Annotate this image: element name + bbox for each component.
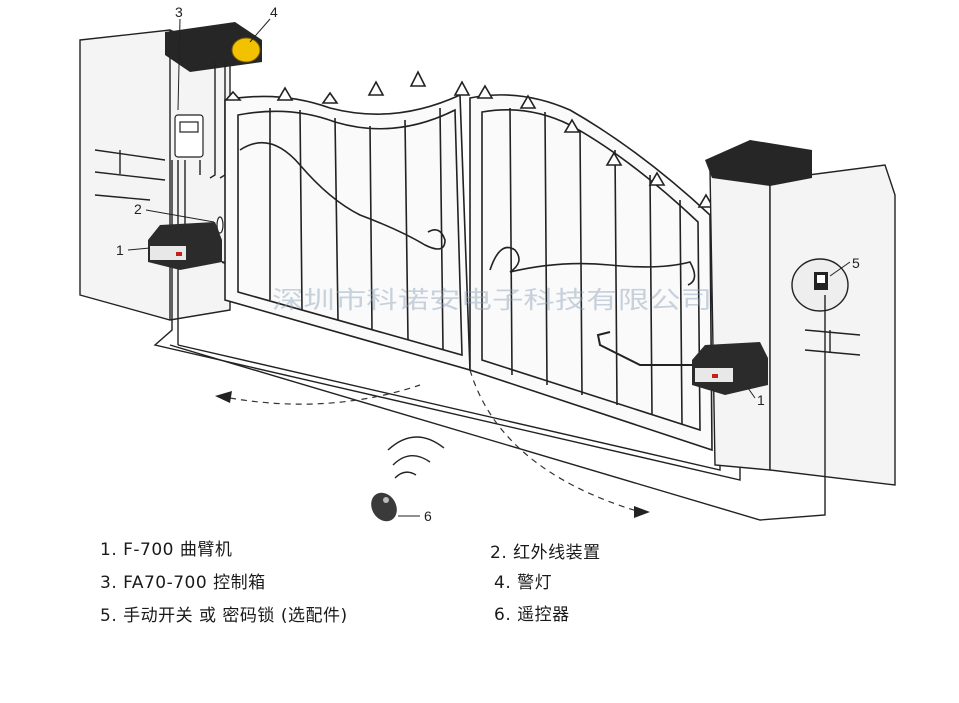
right-pillar [709,164,896,486]
right-pillar-cap [705,140,812,186]
arrow-head-left [215,391,232,403]
legend-item-2: 2. 红外线装置 [490,543,601,563]
callout-5: 5 [852,255,860,271]
left-pillar [79,29,231,321]
manual-switch-box [174,114,204,158]
keypad-5 [791,258,849,312]
gate [224,70,715,452]
legend-item-6: 6. 遥控器 [494,605,570,625]
warning-lamp-4 [231,37,261,63]
callout-1-right: 1 [757,392,765,408]
callout-6: 6 [424,508,432,524]
remote-control-6 [371,436,445,522]
keypad-wire [169,295,826,521]
swing-arrows [229,369,641,513]
legend-item-3: 3. FA70-700 控制箱 [100,573,266,593]
legend-item-5: 5. 手动开关 或 密码锁 (选配件) [100,606,348,626]
callout-3: 3 [175,4,183,20]
callout-1-left: 1 [116,242,124,258]
callout-2: 2 [134,201,142,217]
legend-item-1: 1. F-700 曲臂机 [100,540,233,560]
legend-item-4: 4. 警灯 [494,573,553,593]
leader-lines [127,18,851,517]
watermark: 深圳市科诺安电子科技有限公司 [272,286,712,314]
arm-motor-right [596,331,768,395]
infrared-sensor-2 [216,216,224,234]
arrow-head-right [634,506,650,518]
callout-4: 4 [270,4,278,20]
